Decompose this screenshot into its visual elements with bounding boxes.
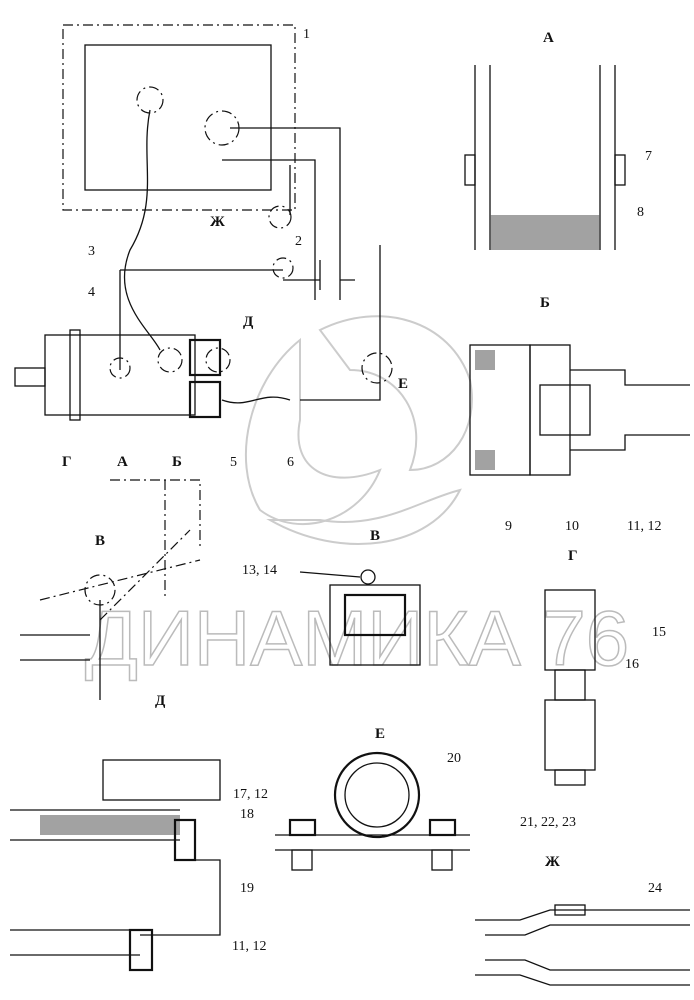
marker-d: Д	[243, 314, 254, 330]
callout-20: 20	[447, 751, 461, 766]
view-e-title: Е	[375, 726, 385, 742]
view-v	[299, 569, 421, 666]
callout-21-22-23: 21, 22, 23	[520, 815, 576, 830]
view-d-title: Д	[155, 693, 166, 709]
marker-b: Б	[172, 454, 182, 470]
callout-1: 1	[303, 27, 310, 42]
view-b	[469, 344, 690, 476]
view-d	[10, 759, 221, 972]
view-v-left-marker: В	[95, 533, 105, 549]
callout-5: 5	[230, 455, 237, 470]
view-b-title: Б	[540, 295, 550, 311]
marker-e: Е	[398, 376, 408, 392]
callout-15: 15	[652, 625, 666, 640]
callout-4: 4	[88, 285, 95, 300]
callout-8: 8	[637, 205, 644, 220]
view-a-title: А	[543, 30, 554, 46]
callout-7: 7	[645, 149, 652, 164]
callout-6: 6	[287, 455, 294, 470]
callout-3: 3	[88, 244, 95, 259]
view-zh	[475, 904, 690, 986]
marker-zh: Ж	[210, 214, 225, 230]
callout-18: 18	[240, 807, 254, 822]
main-scheme	[14, 24, 393, 421]
view-g-title: Г	[568, 548, 578, 564]
callout-13-14: 13, 14	[242, 563, 277, 578]
view-a	[464, 65, 626, 250]
callout-11-12-d: 11, 12	[232, 939, 266, 954]
marker-g: Г	[62, 454, 72, 470]
view-location-sketch	[20, 479, 201, 700]
callout-24: 24	[648, 881, 662, 896]
svg-text:ДИНАМИКА 76: ДИНАМИКА 76	[85, 594, 629, 682]
view-g	[544, 589, 596, 786]
callout-2: 2	[295, 234, 302, 249]
marker-a: А	[117, 454, 128, 470]
view-v-title: В	[370, 528, 380, 544]
callout-16: 16	[625, 657, 639, 672]
callout-19: 19	[240, 881, 254, 896]
callout-9: 9	[505, 519, 512, 534]
callout-17-12: 17, 12	[233, 787, 268, 802]
watermark-logo: ДИНАМИКА 76	[84, 315, 630, 683]
view-zh-title: Ж	[545, 854, 560, 870]
view-e	[275, 751, 470, 871]
callout-11-12-b: 11, 12	[627, 519, 661, 534]
callout-10: 10	[565, 519, 579, 534]
